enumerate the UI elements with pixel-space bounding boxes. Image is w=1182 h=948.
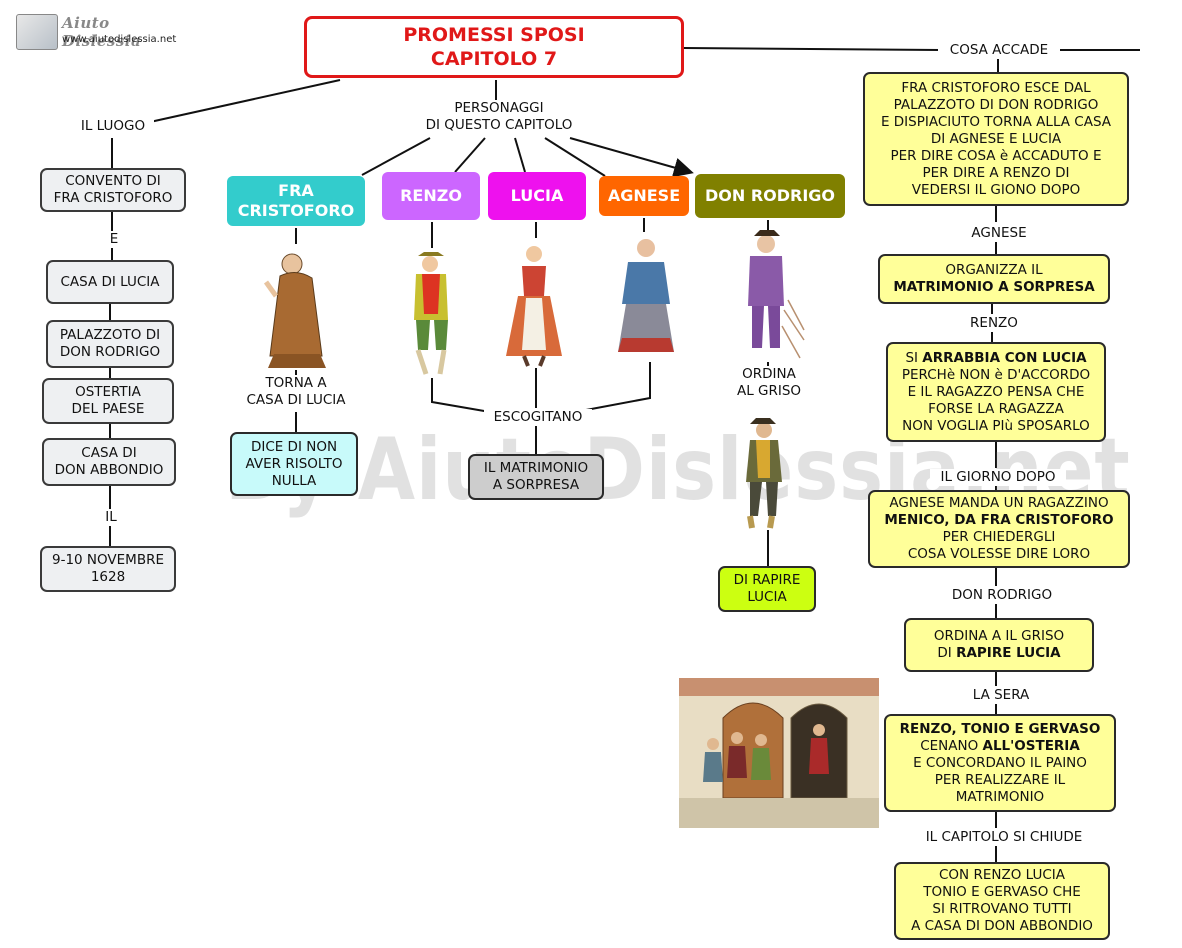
node-dice-non-risolto[interactable]: DICE DI NON AVER RISOLTO NULLA (230, 432, 358, 496)
label-il-luogo: IL LUOGO (72, 118, 154, 135)
griso-figure (736, 418, 790, 530)
label-torna: TORNA A CASA DI LUCIA (232, 375, 360, 409)
node-casa-abbondio[interactable]: CASA DI DON ABBONDIO (42, 438, 176, 486)
label-agnese: AGNESE (962, 225, 1036, 242)
event-ordina-line2: DI RAPIRE LUCIA (937, 645, 1060, 662)
char-renzo[interactable]: RENZO (382, 172, 480, 220)
title-line-1: PROMESSI SPOSI (403, 24, 585, 46)
label-giorno-dopo: IL GIORNO DOPO (930, 469, 1066, 486)
event-renzo-arrabbia[interactable]: SI ARRABBIA CON LUCIA PERCHè NON è D'ACC… (886, 342, 1106, 442)
event-cena-prefix: CENANO (920, 737, 983, 754)
label-renzo: RENZO (962, 315, 1026, 332)
event-ordina-prefix: DI (937, 645, 957, 661)
event-agnese-manda[interactable]: AGNESE MANDA UN RAGAZZINO MENICO, DA FRA… (868, 490, 1130, 568)
char-fra-cristoforo[interactable]: FRA CRISTOFORO (227, 176, 365, 226)
node-palazzoto[interactable]: PALAZZOTO DI DON RODRIGO (46, 320, 174, 368)
event-arrabbia-prefix: SI (905, 349, 923, 366)
event-cena-osteria[interactable]: RENZO, TONIO E GERVASO CENANO ALL'OSTERI… (884, 714, 1116, 812)
label-il: IL (98, 509, 124, 526)
event-organizza-matrimonio[interactable]: ORGANIZZA IL MATRIMONIO A SORPRESA (878, 254, 1110, 304)
renzo-figure (404, 250, 460, 378)
label-e: E (104, 231, 124, 248)
event-organizza-bold: MATRIMONIO A SORPRESA (893, 279, 1095, 295)
agnese-figure (612, 234, 680, 362)
event-cena-osteria-bold: ALL'OSTERIA (982, 737, 1080, 754)
label-personaggi: PERSONAGGI DI QUESTO CAPITOLO (412, 100, 586, 134)
logo-name: Aiuto Dislessia (62, 14, 142, 50)
osteria-scene (679, 678, 879, 828)
lucia-figure (500, 240, 568, 368)
event-manda-bold: MENICO, DA FRA CRISTOFORO (884, 512, 1114, 528)
node-date[interactable]: 9-10 NOVEMBRE 1628 (40, 546, 176, 592)
site-logo[interactable]: Aiuto Dislessia www.aiutodislessia.net (14, 12, 177, 50)
node-rapire-lucia[interactable]: DI RAPIRE LUCIA (718, 566, 816, 612)
event-arrabbia-line: SI ARRABBIA CON LUCIA (905, 350, 1086, 367)
event-arrabbia-bold: ARRABBIA CON LUCIA (922, 349, 1087, 366)
rodrigo-figure (734, 230, 806, 362)
char-lucia[interactable]: LUCIA (488, 172, 586, 220)
event-ordina-bold: RAPIRE LUCIA (956, 645, 1061, 661)
char-agnese[interactable]: AGNESE (599, 176, 689, 216)
event-ordina-griso[interactable]: ORDINA A IL GRISO DI RAPIRE LUCIA (904, 618, 1094, 672)
label-capitolo-chiude: IL CAPITOLO SI CHIUDE (912, 829, 1096, 846)
node-convento[interactable]: CONVENTO DI FRA CRISTOFORO (40, 168, 186, 212)
label-ordina-griso: ORDINA AL GRISO (722, 366, 816, 400)
event-cena-rest: E CONCORDANO IL PAINO PER REALIZZARE IL … (913, 754, 1087, 805)
event-cristoforo-esce[interactable]: FRA CRISTOFORO ESCE DAL PALAZZOTO DI DON… (863, 72, 1129, 206)
book-icon (16, 14, 58, 50)
logo-url: www.aiutodislessia.net (62, 34, 177, 45)
page-title: PROMESSI SPOSI CAPITOLO 7 (304, 16, 684, 78)
node-matrimonio-sorpresa[interactable]: IL MATRIMONIO A SORPRESA (468, 454, 604, 500)
label-cosa-accade: COSA ACCADE (938, 42, 1060, 59)
char-don-rodrigo[interactable]: DON RODRIGO (695, 174, 845, 218)
event-arrabbia-rest: PERCHè NON è D'ACCORDO E IL RAGAZZO PENS… (901, 366, 1091, 434)
event-manda-rest: PER CHIEDERGLI COSA VOLESSE DIRE LORO (907, 529, 1091, 562)
event-cena-line2: CENANO ALL'OSTERIA (920, 738, 1080, 755)
node-casa-lucia[interactable]: CASA DI LUCIA (46, 260, 174, 304)
label-escogitano: ESCOGITANO (484, 409, 592, 426)
label-don-rodrigo: DON RODRIGO (944, 587, 1060, 604)
event-cena-bold: RENZO, TONIO E GERVASO (899, 720, 1101, 737)
event-capitolo-chiude[interactable]: CON RENZO LUCIA TONIO E GERVASO CHE SI R… (894, 862, 1110, 940)
event-ordina-line1: ORDINA A IL GRISO (933, 628, 1065, 644)
event-organizza-text: ORGANIZZA IL (945, 262, 1043, 278)
node-osteria[interactable]: OSTERTIA DEL PAESE (42, 378, 174, 424)
title-line-2: CAPITOLO 7 (430, 48, 558, 70)
friar-figure (262, 246, 332, 370)
label-la-sera: LA SERA (964, 687, 1038, 704)
event-manda-line1: AGNESE MANDA UN RAGAZZINO (889, 495, 1109, 511)
